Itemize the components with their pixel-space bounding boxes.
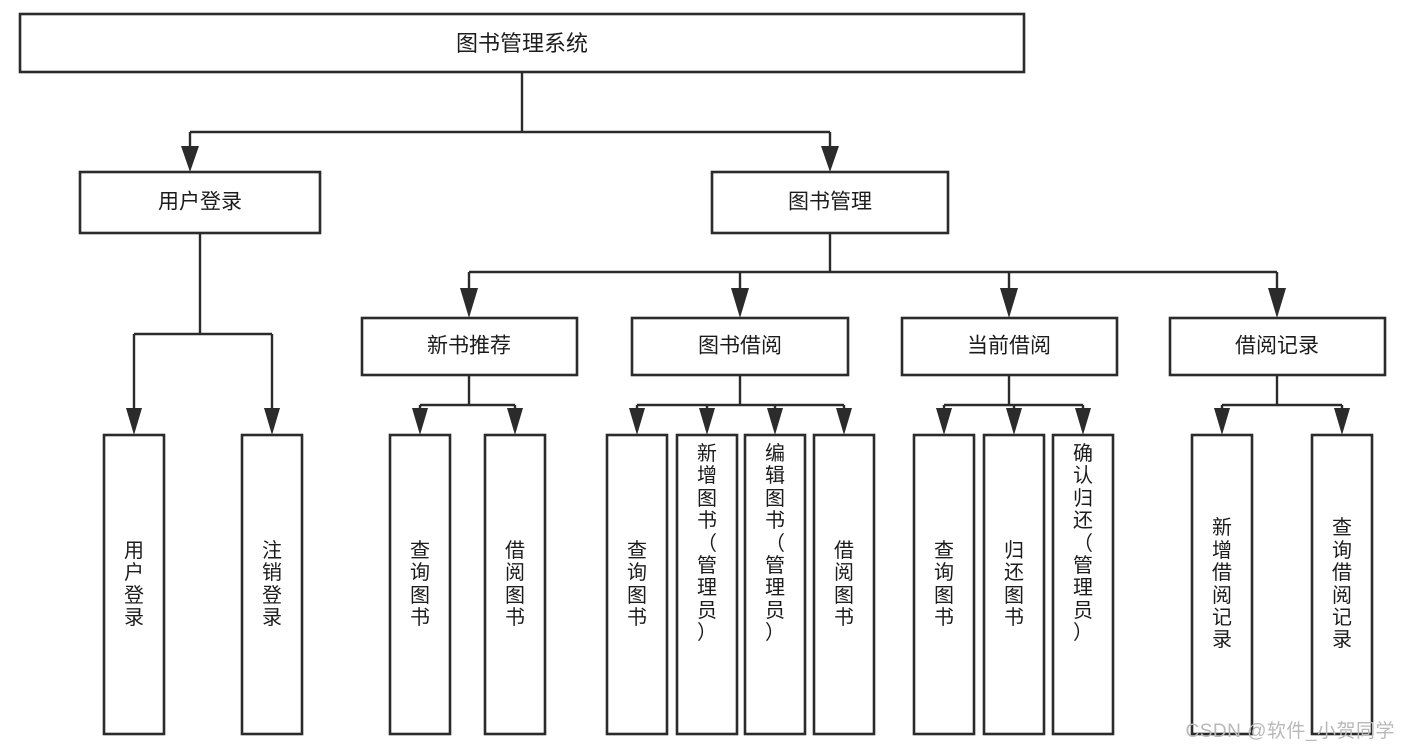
node-borrow-record[interactable]: 借阅记录 xyxy=(1168,316,1387,377)
leaf-box-query-book-borrow[interactable] xyxy=(605,433,669,736)
node-user-login-box[interactable] xyxy=(78,170,322,235)
leaf-box-confirm-return-admin[interactable] xyxy=(1051,433,1115,736)
connectors xyxy=(126,72,1350,435)
leaf-box-query-borrow-record[interactable] xyxy=(1310,433,1374,736)
arrowhead-leaf-query-borrow-record xyxy=(1334,408,1350,435)
arrowhead-leaf-query-book-borrow xyxy=(629,408,645,435)
node-book-manage-label: 图书管理 xyxy=(788,191,872,214)
node-root-box[interactable] xyxy=(18,12,1026,74)
arrowhead-leaf-user-login xyxy=(126,408,142,435)
leaf-box-query-book-rec[interactable] xyxy=(388,433,452,736)
arrowhead-new-book xyxy=(460,288,478,318)
node-new-book-recommend-box[interactable] xyxy=(360,316,579,377)
arrowhead-leaf-query-book-cur xyxy=(936,408,952,435)
arrowhead-leaf-add-book-admin xyxy=(699,408,715,435)
node-book-borrow[interactable]: 图书借阅 xyxy=(630,316,850,377)
leaf-boxes xyxy=(102,433,1374,736)
node-new-book-recommend[interactable]: 新书推荐 xyxy=(360,316,579,377)
arrowhead-user-login xyxy=(181,146,199,172)
arrowhead-leaf-borrow-book-rec xyxy=(507,408,523,435)
node-user-login-label: 用户登录 xyxy=(158,191,242,214)
arrowhead-current-borrow xyxy=(1000,288,1018,318)
node-user-login[interactable]: 用户登录 xyxy=(78,170,322,235)
leaf-box-borrow-book[interactable] xyxy=(812,433,876,736)
node-root[interactable]: 图书管理系统 xyxy=(18,12,1026,74)
arrowhead-leaf-add-borrow-record xyxy=(1214,408,1230,435)
leaf-box-query-book-cur[interactable] xyxy=(912,433,976,736)
node-book-borrow-box[interactable] xyxy=(630,316,850,377)
arrowhead-leaf-borrow-book xyxy=(836,408,852,435)
arrowhead-leaf-return-book xyxy=(1006,408,1022,435)
leaf-box-user-login[interactable] xyxy=(102,433,166,736)
leaf-box-borrow-book-rec[interactable] xyxy=(483,433,547,736)
node-book-manage[interactable]: 图书管理 xyxy=(710,170,950,235)
node-current-borrow[interactable]: 当前借阅 xyxy=(900,316,1119,377)
arrowhead-leaf-edit-book-admin xyxy=(767,408,783,435)
leaf-box-return-book[interactable] xyxy=(982,433,1046,736)
arrowhead-book-manage xyxy=(821,146,839,172)
node-current-borrow-box[interactable] xyxy=(900,316,1119,377)
arrowhead-leaf-user-logout xyxy=(264,408,280,435)
node-current-borrow-label: 当前借阅 xyxy=(967,335,1051,358)
node-borrow-record-label: 借阅记录 xyxy=(1235,335,1319,358)
node-root-label: 图书管理系统 xyxy=(456,31,588,56)
arrowhead-leaf-confirm-return-admin xyxy=(1075,408,1091,435)
node-book-borrow-label: 图书借阅 xyxy=(698,335,782,358)
node-borrow-record-box[interactable] xyxy=(1168,316,1387,377)
leaf-box-add-book-admin[interactable] xyxy=(675,433,739,736)
arrowhead-book-borrow xyxy=(731,288,749,318)
arrowhead-borrow-record xyxy=(1268,288,1286,318)
node-book-manage-box[interactable] xyxy=(710,170,950,235)
leaf-box-edit-book-admin[interactable] xyxy=(743,433,807,736)
arrowhead-leaf-query-book-rec xyxy=(412,408,428,435)
leaf-box-user-logout[interactable] xyxy=(240,433,304,736)
node-new-book-recommend-label: 新书推荐 xyxy=(427,335,511,358)
leaf-box-add-borrow-record[interactable] xyxy=(1190,433,1254,736)
